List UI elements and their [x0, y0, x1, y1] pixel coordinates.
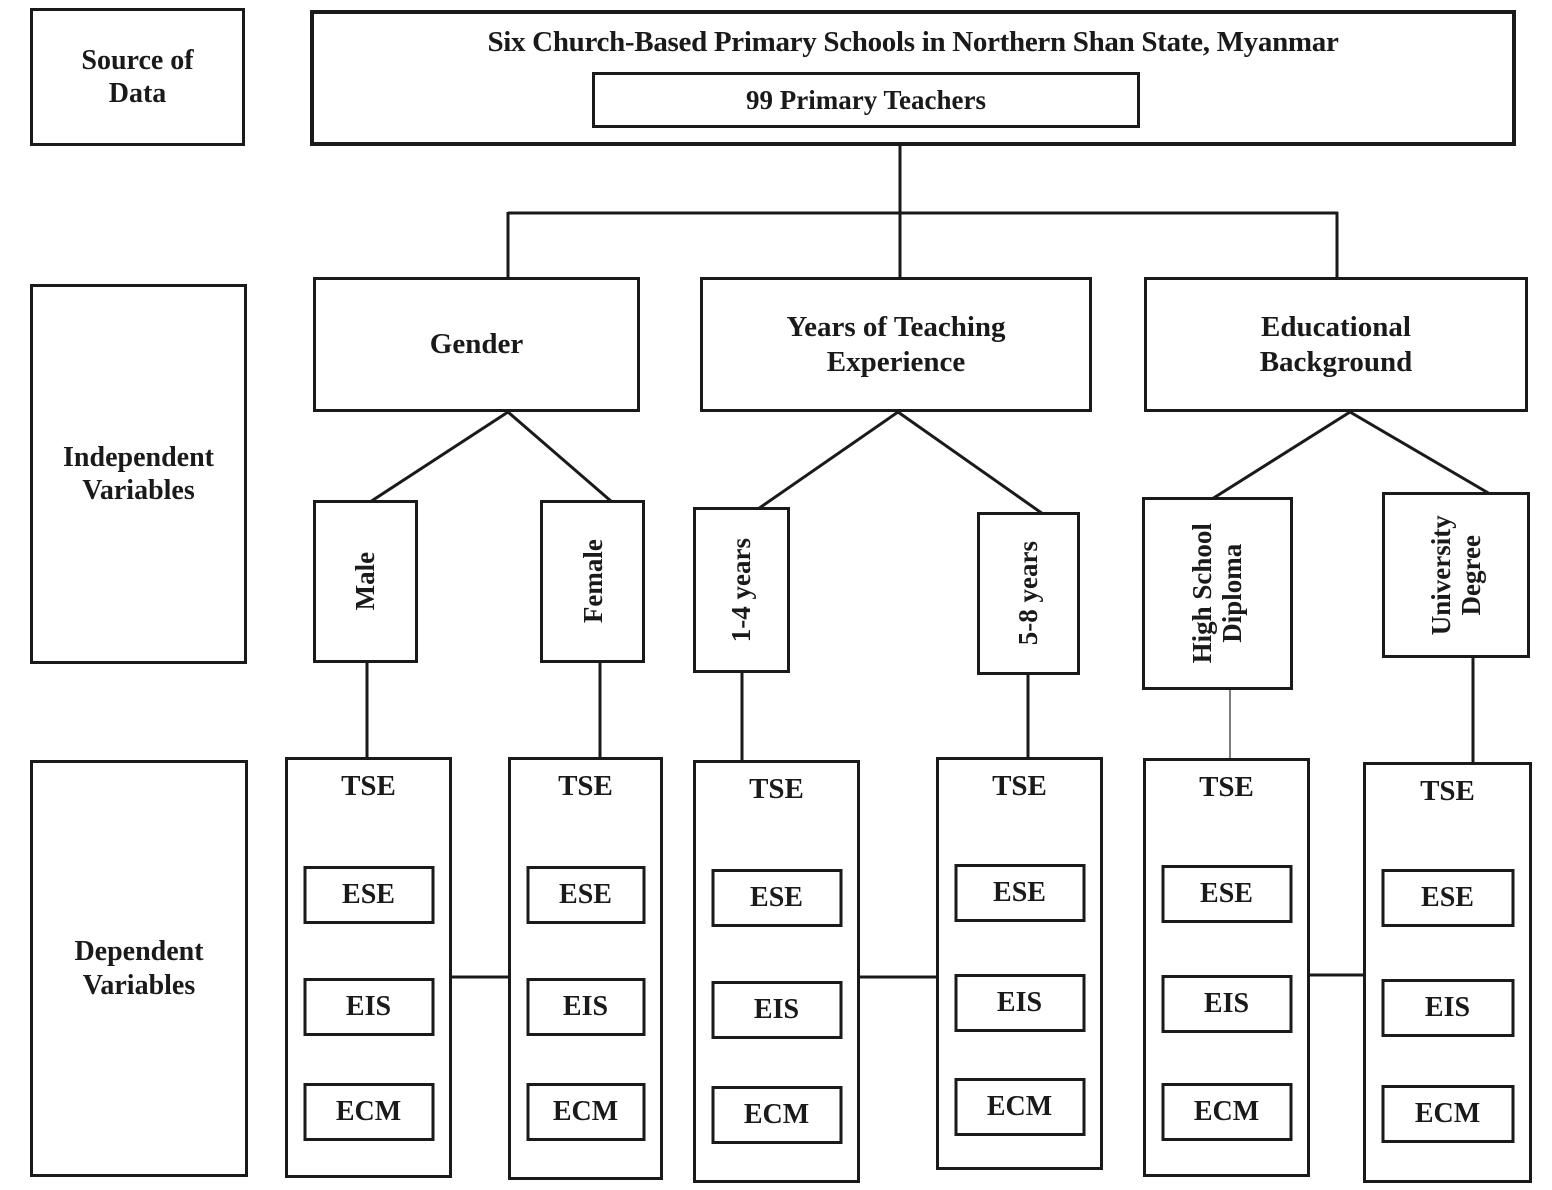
- edge-gender-male: [369, 410, 509, 504]
- tse-label: TSE: [558, 770, 613, 802]
- ese-label: ESE: [750, 882, 803, 913]
- level-high-school-line2: Diploma: [1217, 543, 1248, 644]
- ecm-label: ECM: [1193, 1096, 1260, 1127]
- level-university-line1: University: [1425, 515, 1456, 635]
- dependent-label-line1: Dependent: [74, 936, 204, 968]
- ecm-label: ECM: [335, 1096, 402, 1127]
- ese-label: ESE: [342, 879, 395, 910]
- ecm-box: ECM: [954, 1078, 1085, 1136]
- factor-experience-box: Years of Teaching Experience: [700, 277, 1092, 412]
- dependent-column-university-degree: TSE ESE EIS ECM: [1363, 762, 1532, 1183]
- dependent-variables-label-box: Dependent Variables: [30, 760, 248, 1177]
- independent-variables-label-box: Independent Variables: [30, 284, 247, 664]
- ecm-box: ECM: [1381, 1085, 1514, 1143]
- population-title: Six Church-Based Primary Schools in Nort…: [487, 26, 1339, 58]
- eis-box: EIS: [303, 978, 434, 1036]
- level-5-8-years-label: 5-8 years: [1013, 541, 1044, 646]
- tse-label: TSE: [1199, 771, 1254, 803]
- level-1-4-years-box: 1-4 years: [693, 507, 790, 673]
- ecm-label: ECM: [986, 1091, 1053, 1122]
- independent-label-line1: Independent: [63, 441, 214, 473]
- edge-experience-5-8: [897, 410, 1044, 516]
- ecm-box: ECM: [1161, 1083, 1292, 1141]
- tse-label: TSE: [341, 770, 396, 802]
- factor-gender-box: Gender: [313, 277, 640, 412]
- level-university-degree-box: University Degree: [1382, 492, 1530, 658]
- ese-box: ESE: [1161, 865, 1292, 923]
- factor-experience-line1: Years of Teaching: [786, 311, 1006, 344]
- tse-label: TSE: [749, 773, 804, 805]
- level-female-box: Female: [540, 500, 645, 663]
- dependent-column-1-4-years: TSE ESE EIS ECM: [693, 760, 860, 1183]
- ese-label: ESE: [559, 879, 612, 910]
- factor-experience-line2: Experience: [826, 345, 966, 378]
- ese-box: ESE: [303, 866, 434, 924]
- eis-box: EIS: [526, 978, 645, 1036]
- ese-label: ESE: [1421, 882, 1474, 913]
- tse-label: TSE: [992, 770, 1047, 802]
- ese-box: ESE: [526, 866, 645, 924]
- eis-label: EIS: [1203, 988, 1250, 1019]
- edge-gender-female: [507, 410, 613, 504]
- eis-label: EIS: [996, 987, 1043, 1018]
- dependent-column-5-8-years: TSE ESE EIS ECM: [936, 757, 1103, 1170]
- source-line2: Data: [108, 78, 167, 109]
- independent-label-line2: Variables: [82, 475, 195, 506]
- eis-box: EIS: [711, 981, 842, 1039]
- sample-box: 99 Primary Teachers: [592, 72, 1140, 128]
- ese-label: ESE: [1200, 878, 1253, 909]
- dependent-column-high-school-diploma: TSE ESE EIS ECM: [1143, 758, 1310, 1177]
- source-line1: Source of: [81, 44, 194, 76]
- level-university-line2: Degree: [1455, 534, 1486, 616]
- level-female-label: Female: [577, 539, 608, 624]
- dependent-column-female: TSE ESE EIS ECM: [508, 757, 663, 1180]
- level-high-school-line1: High School: [1187, 523, 1218, 664]
- level-high-school-diploma-box: High School Diploma: [1142, 497, 1293, 690]
- level-male-box: Male: [313, 500, 418, 663]
- edge-education-university: [1349, 410, 1491, 496]
- edge-experience-1-4: [757, 410, 899, 511]
- ese-label: ESE: [993, 877, 1046, 908]
- tse-label: TSE: [1420, 775, 1475, 807]
- ecm-label: ECM: [552, 1096, 619, 1127]
- eis-box: EIS: [954, 974, 1085, 1032]
- ese-box: ESE: [711, 869, 842, 927]
- eis-label: EIS: [753, 994, 800, 1025]
- factor-education-line2: Background: [1259, 345, 1413, 378]
- ecm-box: ECM: [711, 1086, 842, 1144]
- level-male-label: Male: [350, 552, 381, 611]
- factor-gender-label: Gender: [429, 328, 524, 360]
- edge-education-highschool: [1211, 410, 1351, 501]
- ecm-label: ECM: [743, 1099, 810, 1130]
- dependent-column-male: TSE ESE EIS ECM: [285, 757, 452, 1178]
- ese-box: ESE: [1381, 869, 1514, 927]
- eis-box: EIS: [1161, 975, 1292, 1033]
- level-1-4-years-label: 1-4 years: [726, 537, 757, 643]
- eis-label: EIS: [562, 991, 609, 1022]
- ecm-box: ECM: [303, 1083, 434, 1141]
- eis-label: EIS: [345, 991, 392, 1022]
- factor-education-box: Educational Background: [1144, 277, 1528, 412]
- dependent-label-line2: Variables: [82, 969, 196, 1001]
- eis-box: EIS: [1381, 979, 1514, 1037]
- source-of-data-box: Source of Data: [30, 8, 245, 146]
- eis-label: EIS: [1424, 992, 1471, 1023]
- factor-education-line1: Educational: [1261, 311, 1411, 344]
- sample-label: 99 Primary Teachers: [746, 84, 986, 115]
- level-5-8-years-box: 5-8 years: [977, 512, 1080, 675]
- ese-box: ESE: [954, 864, 1085, 922]
- ecm-box: ECM: [526, 1083, 645, 1141]
- ecm-label: ECM: [1414, 1098, 1481, 1129]
